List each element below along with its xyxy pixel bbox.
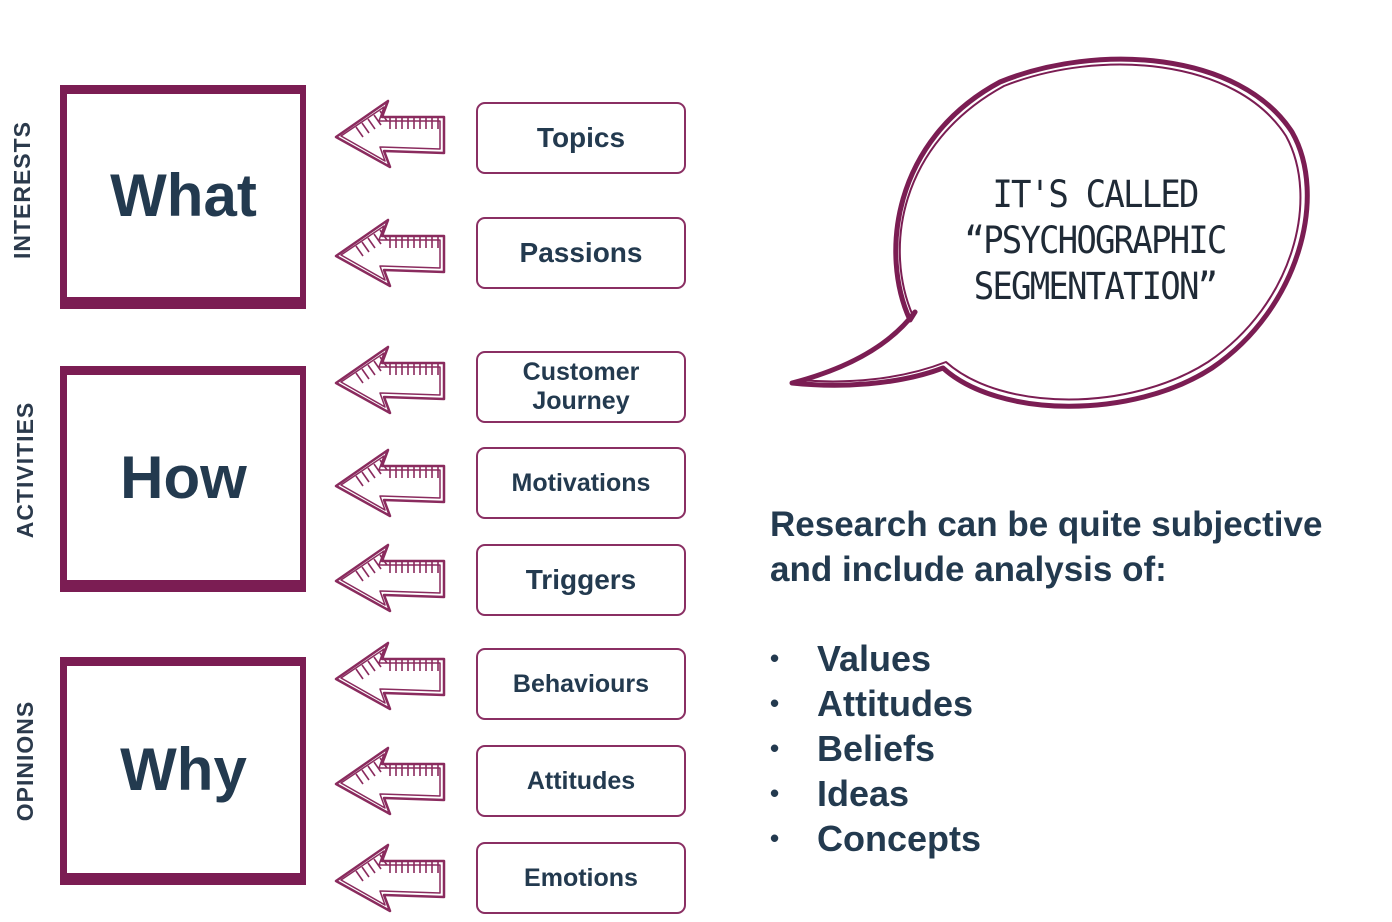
list-item-text: Values [817, 638, 932, 679]
item-label-line: Customer [522, 358, 640, 387]
item-label: Topics [536, 121, 626, 153]
speech-bubble-icon [789, 56, 1310, 409]
left-arrow-icon [332, 543, 450, 615]
left-arrow-icon [332, 843, 450, 915]
box-label-what: What [110, 162, 257, 229]
side-label-opinions: OPINIONS [12, 700, 38, 822]
box-why: Why [60, 657, 306, 885]
item-box-motivations: Motivations [476, 447, 686, 519]
side-label-activities: ACTIVITIES [12, 401, 38, 539]
bullet-icon: • [770, 778, 780, 808]
left-arrow-icon [332, 641, 450, 713]
left-arrow-icon [332, 746, 450, 818]
speech-bubble-line: “PSYCHOGRAPHIC [964, 219, 1227, 262]
item-label-line: Journey [532, 387, 630, 415]
left-arrow-icon [332, 448, 450, 520]
side-label-interests: INTERESTS [9, 120, 35, 260]
speech-bubble-text: IT'S CALLED “PSYCHOGRAPHIC SEGMENTATION” [929, 172, 1260, 310]
item-box-passions: Passions [476, 217, 686, 289]
item-label: Passions [519, 236, 643, 268]
bullet-icon: • [770, 643, 780, 673]
research-intro-line: and include analysis of: [770, 550, 1167, 589]
item-label: Behaviours [512, 669, 650, 698]
list-item-text: Attitudes [817, 683, 973, 724]
bullet-icon: • [770, 823, 780, 853]
speech-bubble-line: IT'S CALLED [992, 173, 1199, 216]
left-arrow-icon [332, 345, 450, 417]
bullet-icon: • [770, 733, 780, 763]
box-label-how: How [120, 444, 247, 511]
item-box-behaviours: Behaviours [476, 648, 686, 720]
item-label: Motivations [511, 468, 651, 497]
item-label: Attitudes [526, 766, 636, 795]
left-arrow-icon [332, 99, 450, 171]
item-label: Triggers [525, 563, 637, 595]
list-item-text: Ideas [817, 773, 910, 814]
research-intro-line: Research can be quite subjective [770, 505, 1323, 544]
box-how: How [60, 366, 306, 592]
bullet-icon: • [770, 688, 780, 718]
item-box-customer-journey: Customer Journey [476, 351, 686, 423]
item-label-multiline: Customer Journey [523, 358, 640, 416]
item-box-emotions: Emotions [476, 842, 686, 914]
list-item-text: Concepts [817, 818, 982, 859]
speech-bubble-line: SEGMENTATION” [973, 265, 1218, 308]
item-box-triggers: Triggers [476, 544, 686, 616]
item-box-attitudes: Attitudes [476, 745, 686, 817]
item-label: Emotions [524, 863, 638, 892]
research-intro: Research can be quite subjective and inc… [770, 502, 1380, 592]
box-what: What [60, 85, 306, 309]
list-item-text: Beliefs [817, 728, 936, 769]
item-box-topics: Topics [476, 102, 686, 174]
box-label-why: Why [120, 736, 247, 803]
left-arrow-icon [332, 218, 450, 290]
